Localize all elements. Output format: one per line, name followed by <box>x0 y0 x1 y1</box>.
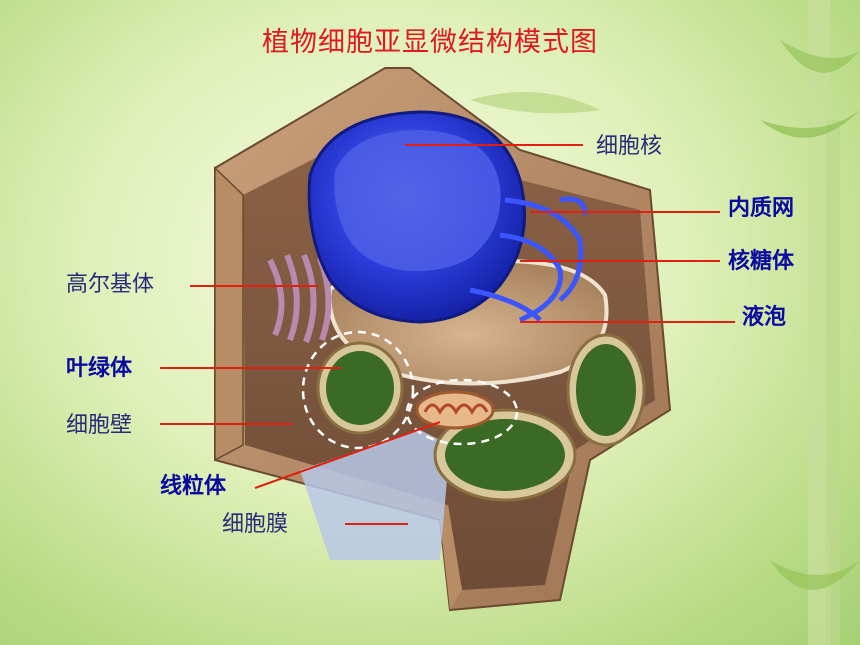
chloroplast-bottom <box>433 408 577 502</box>
label-chloroplast: 叶绿体 <box>66 356 133 381</box>
label-golgi: 高尔基体 <box>66 272 155 297</box>
mitochondrion <box>415 390 495 430</box>
label-ribosome: 核糖体 <box>728 249 795 274</box>
label-mitochondrion: 线粒体 <box>160 474 227 499</box>
chloroplast-left <box>316 341 404 435</box>
leader-lines <box>160 144 735 525</box>
highlight-circles <box>301 330 519 450</box>
label-er: 内质网 <box>728 196 795 221</box>
endoplasmic-reticulum <box>469 196 588 323</box>
chloroplast-right <box>566 333 646 447</box>
label-membrane: 细胞膜 <box>222 512 289 537</box>
bamboo-decoration <box>470 0 860 645</box>
page-title: 植物细胞亚显微结构模式图 <box>262 27 598 58</box>
label-cell-wall: 细胞壁 <box>66 413 133 438</box>
cell-membrane <box>300 430 450 560</box>
label-vacuole: 液泡 <box>742 305 787 330</box>
nucleus <box>307 110 526 324</box>
label-nucleus: 细胞核 <box>596 134 663 159</box>
